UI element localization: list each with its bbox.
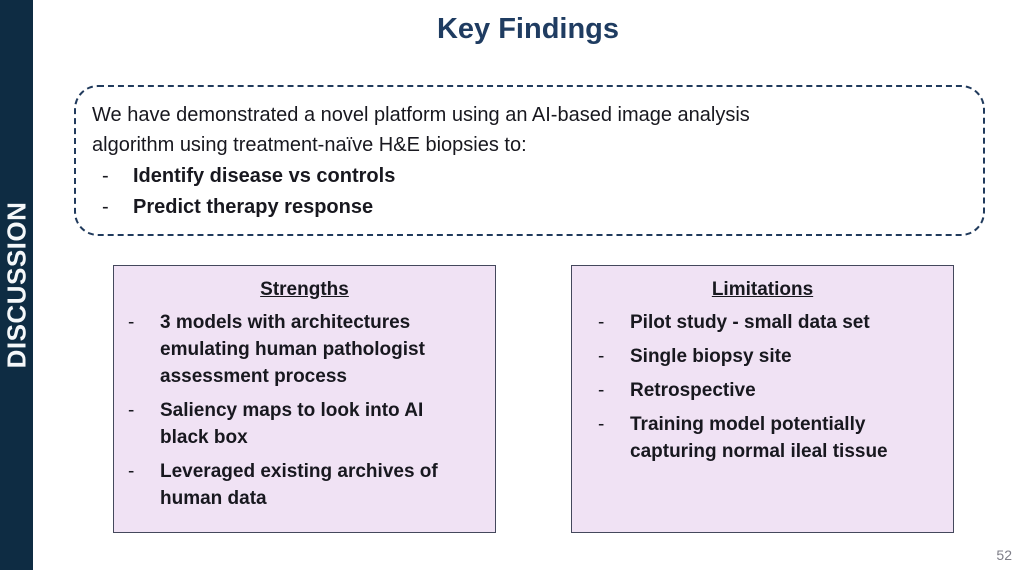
page-number: 52: [996, 547, 1012, 563]
limitations-bullet-text: Pilot study - small data set: [630, 312, 870, 333]
limitations-bullet: - Training model potentially capturing n…: [598, 411, 953, 465]
slide-title: Key Findings: [436, 13, 620, 45]
strengths-bullet-list: - 3 models with architectures emulating …: [114, 309, 495, 512]
strengths-bullet: - Saliency maps to look into AI black bo…: [128, 397, 495, 451]
bullet-dash-marker: -: [598, 346, 605, 367]
strengths-bullet-text: Leveraged existing archives of human dat…: [160, 461, 438, 509]
bullet-dash-marker: -: [128, 312, 135, 333]
strengths-bullet-text: Saliency maps to look into AI black box: [160, 400, 424, 448]
summary-bullet-list: - Identify disease vs controls - Predict…: [92, 161, 965, 223]
summary-bullet: - Predict therapy response: [92, 192, 965, 223]
limitations-box-title: Limitations: [711, 279, 814, 300]
strengths-box: Strengths - 3 models with architectures …: [113, 265, 496, 533]
summary-bullet-text: Identify disease vs controls: [133, 165, 396, 187]
limitations-bullet: - Single biopsy site: [598, 343, 953, 370]
strengths-bullet: - 3 models with architectures emulating …: [128, 309, 495, 390]
strengths-bullet: - Leveraged existing archives of human d…: [128, 458, 495, 512]
bullet-dash-marker: -: [598, 312, 605, 333]
limitations-bullet: - Pilot study - small data set: [598, 309, 953, 336]
limitations-bullet-text: Retrospective: [630, 380, 756, 401]
bullet-dash-marker: -: [102, 196, 109, 218]
limitations-bullet-text: Single biopsy site: [630, 346, 792, 367]
strengths-bullet-text: 3 models with architectures emulating hu…: [160, 312, 425, 387]
strengths-box-title: Strengths: [260, 279, 349, 300]
summary-bullet: - Identify disease vs controls: [92, 161, 965, 192]
bullet-dash-marker: -: [128, 461, 135, 482]
bullet-dash-marker: -: [598, 380, 605, 401]
limitations-bullet: - Retrospective: [598, 377, 953, 404]
limitations-bullet-text: Training model potentially capturing nor…: [630, 414, 888, 462]
summary-bullet-text: Predict therapy response: [133, 196, 374, 218]
bullet-dash-marker: -: [598, 414, 605, 435]
summary-intro-text: We have demonstrated a novel platform us…: [92, 104, 750, 156]
limitations-bullet-list: - Pilot study - small data set - Single …: [572, 309, 953, 465]
section-label: DISCUSSION: [1, 201, 31, 369]
bullet-dash-marker: -: [128, 400, 135, 421]
limitations-box: Limitations - Pilot study - small data s…: [571, 265, 954, 533]
summary-dashed-box: We have demonstrated a novel platform us…: [74, 85, 985, 236]
section-sidebar: DISCUSSION: [0, 0, 33, 570]
bullet-dash-marker: -: [102, 165, 109, 187]
